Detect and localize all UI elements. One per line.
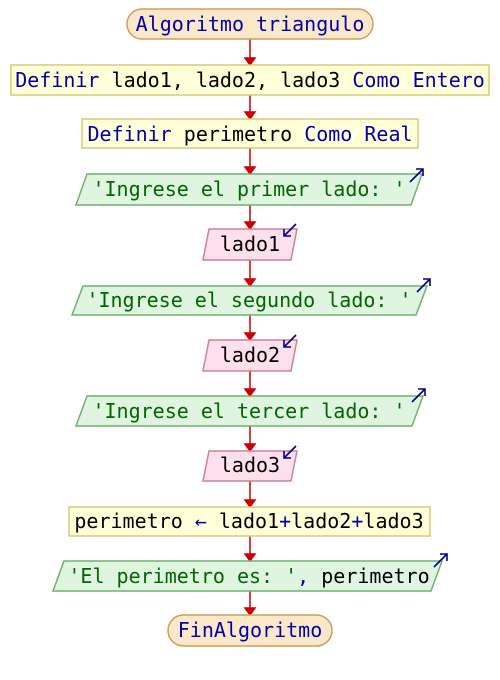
input-2: lado2 <box>202 334 298 372</box>
end-terminal: FinAlgoritmo <box>167 614 333 647</box>
connector-arrow <box>243 205 257 231</box>
input-arrow-icon <box>283 445 297 459</box>
connector-arrow <box>243 536 257 563</box>
define-vars: lado1, lado2, lado3 <box>99 68 352 92</box>
define-1-label: Definir lado1, lado2, lado3 Como Entero <box>15 68 485 92</box>
connector-arrow <box>243 95 257 121</box>
define-process-1: Definir lado1, lado2, lado3 Como Entero <box>10 64 490 96</box>
assignment-label: perimetro ← lado1+lado2+lado3 <box>74 509 423 533</box>
assign-term: lado1 <box>207 509 279 533</box>
input-arrow-icon <box>283 334 297 348</box>
output-arrow-icon <box>433 553 448 568</box>
assignment-process: perimetro ← lado1+lado2+lado3 <box>68 506 431 537</box>
define-type: Como Entero <box>352 68 484 92</box>
output-2: 'Ingrese el segundo lado: ' <box>70 278 431 316</box>
output-3: 'Ingrese el tercer lado: ' <box>74 388 426 427</box>
assign-target: perimetro <box>74 509 194 533</box>
assign-term: lado2 <box>291 509 351 533</box>
input-1: lado1 <box>202 223 298 261</box>
output-var: perimetro <box>309 564 429 588</box>
output-1-label: 'Ingrese el primer lado: ' <box>92 177 405 201</box>
connector-arrow <box>243 260 257 288</box>
input-1-label: lado1 <box>220 232 280 256</box>
assign-term: lado3 <box>363 509 423 533</box>
connector-arrow <box>243 315 257 342</box>
define-process-2: Definir perimetro Como Real <box>81 118 419 149</box>
connector-arrow <box>243 39 257 67</box>
start-terminal: Algoritmo triangulo <box>126 8 374 40</box>
input-3-label: lado3 <box>220 453 280 477</box>
connectors <box>243 39 257 617</box>
connector-arrow <box>243 481 257 509</box>
output-4: 'El perimetro es: ', perimetro <box>51 553 448 592</box>
plus-operator: + <box>279 509 291 533</box>
input-arrow-icon <box>283 223 297 237</box>
connector-arrow <box>243 148 257 176</box>
start-label: Algoritmo triangulo <box>136 12 365 36</box>
define-vars: perimetro <box>172 122 304 146</box>
input-3: lado3 <box>202 445 298 482</box>
end-label: FinAlgoritmo <box>178 618 323 642</box>
output-1: 'Ingrese el primer lado: ' <box>74 168 424 206</box>
output-arrow-icon <box>409 168 424 183</box>
output-arrow-icon <box>416 278 431 293</box>
assign-arrow: ← <box>195 509 207 533</box>
connector-arrow <box>243 426 257 453</box>
input-2-label: lado2 <box>220 343 280 367</box>
separator: , <box>297 564 309 588</box>
plus-operator: + <box>351 509 363 533</box>
define-2-label: Definir perimetro Como Real <box>87 122 412 146</box>
define-keyword: Definir <box>15 68 99 92</box>
connector-arrow <box>243 591 257 617</box>
connector-arrow <box>243 371 257 398</box>
define-type: Como Real <box>304 122 412 146</box>
output-string: 'El perimetro es: ' <box>68 564 297 588</box>
define-keyword: Definir <box>87 122 171 146</box>
output-2-label: 'Ingrese el segundo lado: ' <box>86 288 411 312</box>
output-4-label: 'El perimetro es: ', perimetro <box>68 564 429 588</box>
output-arrow-icon <box>411 388 426 403</box>
output-3-label: 'Ingrese el tercer lado: ' <box>92 399 405 423</box>
